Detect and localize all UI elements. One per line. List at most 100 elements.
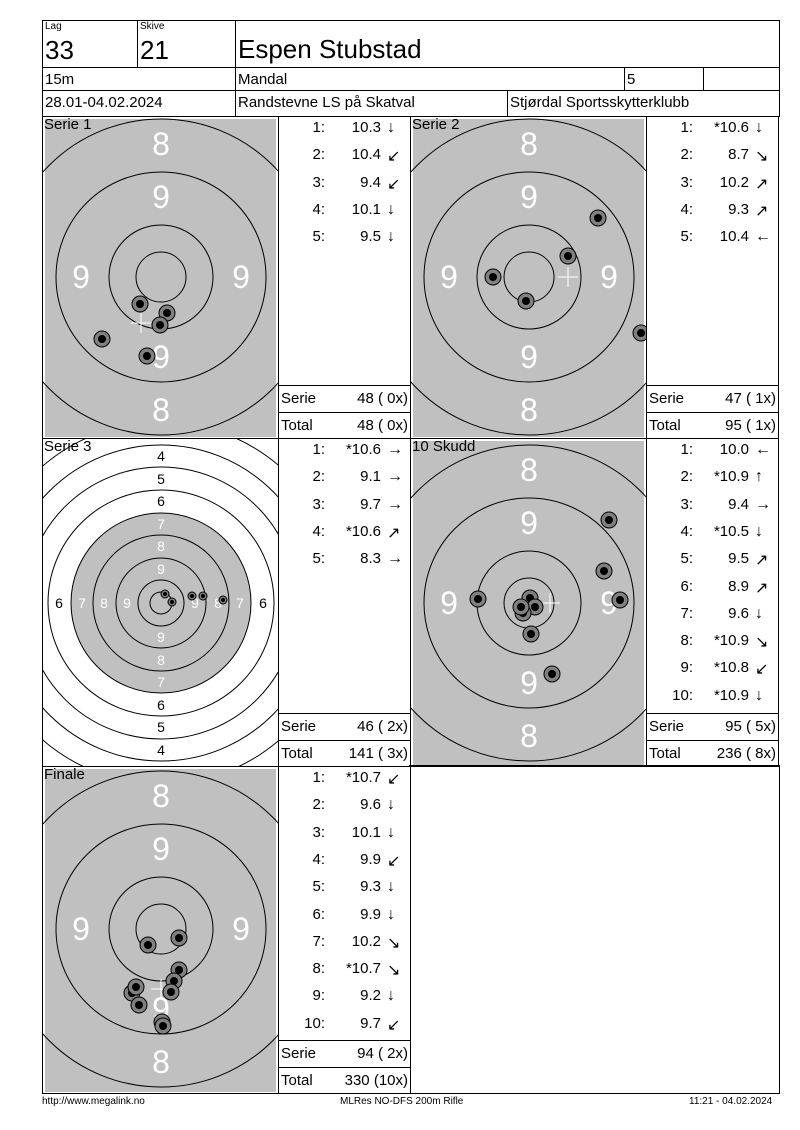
shot-score: 9.7: [360, 1014, 381, 1032]
target-face: [45, 769, 276, 1092]
shot-row: 4:9.3↗: [647, 201, 777, 221]
shot-row: 7:9.6↓: [647, 605, 777, 625]
serie-score: 94 ( 2x): [357, 1045, 408, 1062]
shot-row: 8:*10.7↘: [279, 960, 409, 980]
shot-number: 3:: [312, 495, 325, 513]
shot-number: 2:: [312, 146, 325, 164]
target-ring: [476, 224, 582, 330]
direction-arrow-icon: ↓: [387, 796, 395, 814]
shot-score: *10.6: [345, 522, 381, 540]
direction-arrow-icon: →: [387, 468, 403, 486]
skive-value: 21: [140, 35, 169, 65]
ring-label: 9: [152, 831, 170, 867]
shot-hole-4: [93, 330, 111, 348]
shot-score: 8.7: [728, 146, 749, 164]
shot-number: 8:: [680, 632, 693, 650]
ring-label: 8: [214, 595, 222, 611]
shot-number: 7:: [312, 932, 325, 950]
shot-number: 2:: [312, 468, 325, 486]
shot-number: 5:: [312, 550, 325, 568]
shot-score: 9.5: [728, 550, 749, 568]
shot-number: 6:: [680, 577, 693, 595]
total-score: 95 ( 1x): [725, 417, 776, 434]
footer-timestamp: 11:21 - 04.02.2024: [689, 1096, 773, 1107]
serie-score: 46 ( 2x): [357, 718, 408, 735]
shot-row: 7:10.2↘: [279, 933, 409, 953]
shot-hole-1: [131, 295, 149, 313]
shot-row: 2:*10.9↑: [647, 468, 777, 488]
ring-label: 6: [259, 595, 267, 611]
ring-label: 9: [600, 585, 618, 621]
shot-number: 5:: [312, 228, 325, 246]
shot-row: 8: *10.9 ↘: [647, 632, 777, 652]
empty-area: [409, 765, 780, 1094]
ring-label: 5: [157, 719, 165, 735]
shot-score: 10.2: [719, 173, 749, 191]
ring-label: 9: [191, 595, 199, 611]
skive-label: Skive: [140, 21, 165, 32]
shot-hole-4: [469, 590, 487, 608]
ring-label: 9: [232, 259, 250, 295]
direction-arrow-icon: ↙: [387, 148, 401, 166]
shot-row: 2: 10.4 ↙: [279, 146, 409, 166]
direction-arrow-icon: ↑: [755, 468, 763, 486]
name-cell: Espen Stubstad: [235, 20, 780, 68]
target-ring: [55, 171, 267, 383]
serie-score: 47 ( 1x): [725, 390, 776, 407]
shot-hole-1: [589, 209, 607, 227]
direction-arrow-icon: ↓: [387, 200, 395, 218]
shot-hole-2: [595, 562, 613, 580]
shot-number: 4:: [680, 522, 693, 540]
shot-score: 10.1: [351, 200, 381, 218]
shot-hole-3: [484, 268, 502, 286]
shot-row: 2:9.1→: [279, 468, 409, 488]
shot-score: *10.8: [713, 659, 749, 677]
shot-number: 4:: [312, 850, 325, 868]
direction-arrow-icon: ↗: [755, 552, 769, 570]
shot-row: 4:*10.5↓: [647, 523, 777, 543]
target-ring: [423, 497, 635, 709]
lag-value: 33: [45, 35, 74, 65]
shot-row: 3:9.4↙: [279, 174, 409, 194]
shot-hole-5: [218, 595, 228, 605]
organizer-cell: Stjørdal Sportsskytterklubb: [507, 90, 780, 117]
target-face: [71, 513, 251, 693]
shot-hole-5: [162, 983, 180, 1001]
shot-number: 4:: [312, 200, 325, 218]
shot-row: 4:9.9↙: [279, 851, 409, 871]
shot-score: *10.7: [345, 769, 381, 786]
target-ring: [92, 534, 230, 672]
total-score: 330 (10x): [344, 1072, 408, 1089]
footer-url[interactable]: http://www.megalink.no: [42, 1096, 145, 1107]
ring-label: 7: [157, 516, 165, 532]
direction-arrow-icon: ↙: [387, 771, 401, 788]
shot-list-5: 1:*10.7↙2:9.6↓3:10.1↓4:9.9↙5:9.3↓6:9.9↓7…: [278, 766, 411, 1094]
direction-arrow-icon: ↓: [387, 119, 395, 136]
direction-arrow-icon: ↓: [755, 686, 763, 704]
ring-label: 9: [123, 595, 131, 611]
shot-row: 5:9.3↓: [279, 878, 409, 898]
shot-score: *10.9: [713, 632, 749, 650]
total-score: 236 ( 8x): [716, 745, 776, 762]
ring-label: 9: [72, 259, 90, 295]
shot-number: 4:: [680, 200, 693, 218]
shot-row: 4: 10.1 ↓: [279, 201, 409, 221]
shot-number: 3:: [680, 495, 693, 513]
target-ring: [70, 512, 252, 694]
serie-label: Serie: [281, 390, 317, 407]
shot-number: 10:: [672, 686, 693, 704]
direction-arrow-icon: ↘: [755, 634, 769, 652]
shot-score: 10.4: [351, 146, 381, 164]
shot-hole-3: [151, 316, 169, 334]
shot-row: 6:9.9↓: [279, 906, 409, 926]
shot-hole-10: [512, 598, 530, 616]
shot-score: *10.9: [713, 686, 749, 704]
